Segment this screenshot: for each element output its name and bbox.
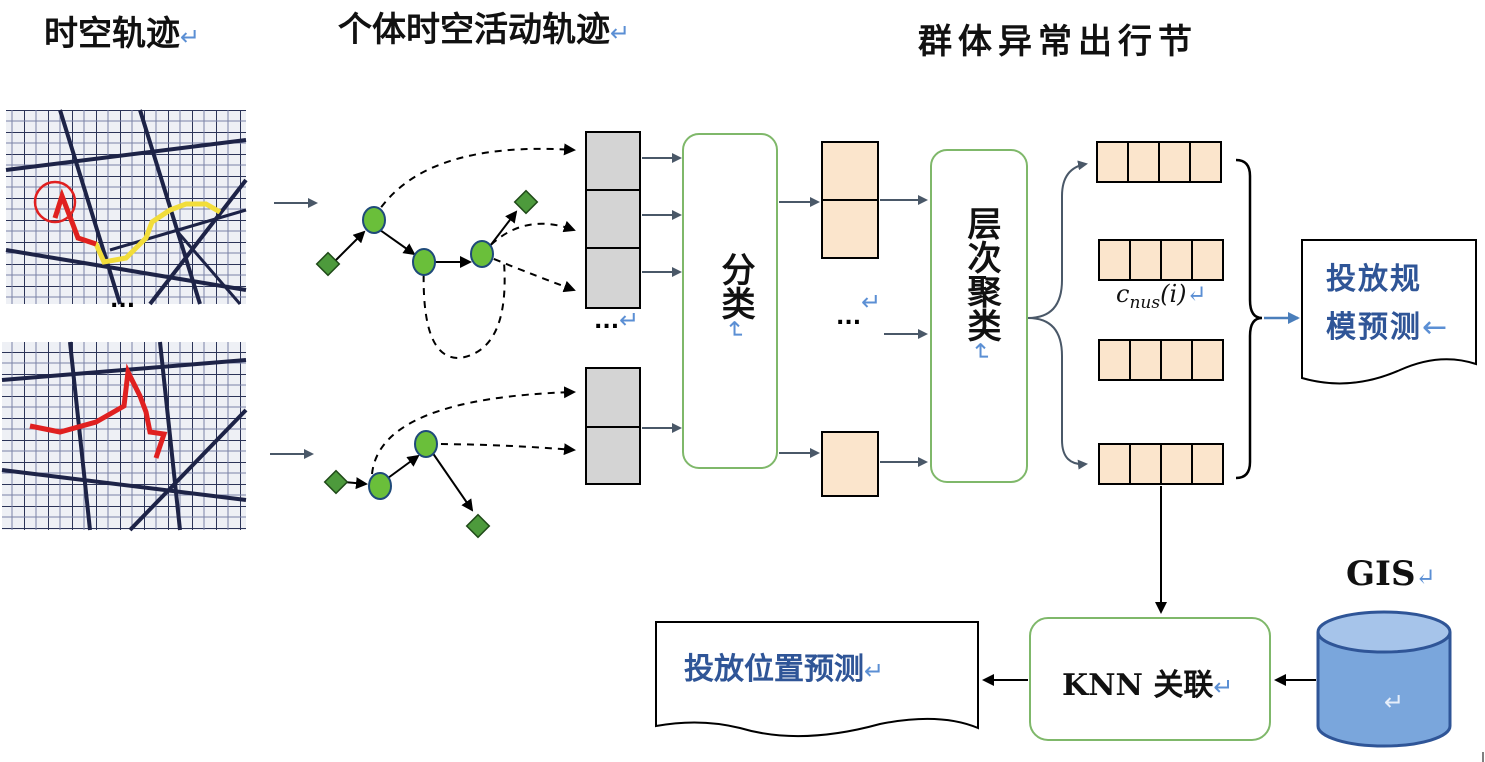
left-arrow-mark: ← (1422, 310, 1450, 345)
activity-node (414, 430, 438, 458)
map-image-1 (5, 109, 248, 306)
right-brace (1235, 158, 1263, 480)
return-mark: ↵ (967, 342, 995, 363)
scale-prediction-line1: 投放规 (1326, 262, 1422, 297)
return-mark: ↵ (1415, 563, 1436, 591)
class-box-2 (821, 431, 879, 497)
knn-text: KNN 关联 (1062, 668, 1214, 703)
ellipsis-classes: ...↵ (836, 288, 881, 330)
diamond-node (513, 189, 539, 215)
branch-upper (1027, 160, 1088, 319)
ellipsis-text: ... (594, 309, 620, 334)
location-prediction-doc (655, 621, 979, 738)
return-mark: ↵ (721, 320, 749, 341)
return-mark: ↵ (864, 657, 885, 685)
map-highlight-circle (33, 180, 77, 224)
cluster-label: cnus(i)↵ (1116, 280, 1207, 313)
arrows-to-cluster (880, 195, 928, 467)
ellipsis-maps: ... (110, 288, 136, 313)
feature-stack-1 (585, 131, 641, 309)
return-mark: ↵ (610, 19, 631, 47)
diamond-node (315, 251, 341, 277)
map-image-2 (1, 341, 248, 532)
scale-prediction-line2: 模预测 (1326, 310, 1422, 345)
activity-node (470, 240, 494, 268)
map-route-red-2 (29, 363, 168, 459)
arrows-to-classify (642, 153, 682, 433)
return-mark: ↵ (180, 23, 201, 51)
cluster-label-arg: (i) (1160, 280, 1187, 308)
classify-text: 分类 (715, 252, 755, 320)
classify-label: 分类↵ (710, 252, 760, 340)
header-group-anomaly: 群体异常出行节 (918, 14, 1198, 63)
activity-node (368, 472, 392, 500)
gis-return-mark: ↵ (1384, 688, 1405, 716)
trajectory-2 (323, 386, 576, 539)
diamond-node (323, 469, 349, 495)
header-text-2: 个体时空活动轨迹 (338, 10, 610, 50)
ellipsis-features: ...↵ (594, 306, 639, 334)
knn-label: KNN 关联↵ (1062, 660, 1233, 704)
hier-cluster-label: 层次聚类↵ (956, 206, 1006, 362)
scale-prediction-text: 投放规 模预测← (1326, 256, 1449, 352)
header-spatiotemporal-trajectory: 时空轨迹↵ (44, 6, 200, 55)
location-prediction-label: 投放位置预测 (684, 652, 864, 687)
cluster-vector-3 (1098, 339, 1224, 381)
header-individual-activity: 个体时空活动轨迹↵ (338, 2, 630, 51)
cluster-label-sub: nus (1129, 292, 1161, 313)
knn-box (1029, 617, 1271, 741)
feature-stack-2 (585, 367, 641, 485)
cluster-vector-4 (1098, 443, 1224, 485)
return-mark: ↵ (861, 288, 882, 316)
gis-text: GIS (1346, 554, 1416, 594)
header-text-3: 群体异常出行节 (918, 22, 1198, 62)
branch-lower (1027, 317, 1088, 470)
arrows-from-classify (779, 197, 820, 458)
gis-database-icon (1316, 610, 1452, 748)
scale-prediction-doc (1301, 239, 1477, 385)
classify-box (682, 133, 778, 469)
return-mark: ↵ (1186, 280, 1207, 308)
return-mark: ↵ (1213, 673, 1234, 701)
return-mark: ↵ (619, 306, 640, 334)
cluster-vector-1 (1096, 141, 1222, 183)
diamond-node (465, 513, 491, 539)
cluster-vector-2 (1098, 239, 1224, 281)
ellipsis-text: ... (836, 305, 862, 330)
hier-cluster-box (930, 149, 1028, 483)
trajectory-1 (315, 143, 576, 360)
activity-node (362, 206, 386, 234)
cluster-label-main: c (1116, 280, 1130, 308)
scale-prediction-line2-wrap: 模预测← (1326, 304, 1449, 352)
class-box-1 (821, 141, 879, 259)
map-route-red (52, 188, 97, 247)
activity-node (412, 248, 436, 276)
location-prediction-text: 投放位置预测↵ (684, 644, 884, 688)
hier-cluster-text: 层次聚类 (961, 206, 1001, 342)
header-text-1: 时空轨迹 (44, 14, 180, 54)
gis-label: GIS↵ (1346, 554, 1436, 594)
